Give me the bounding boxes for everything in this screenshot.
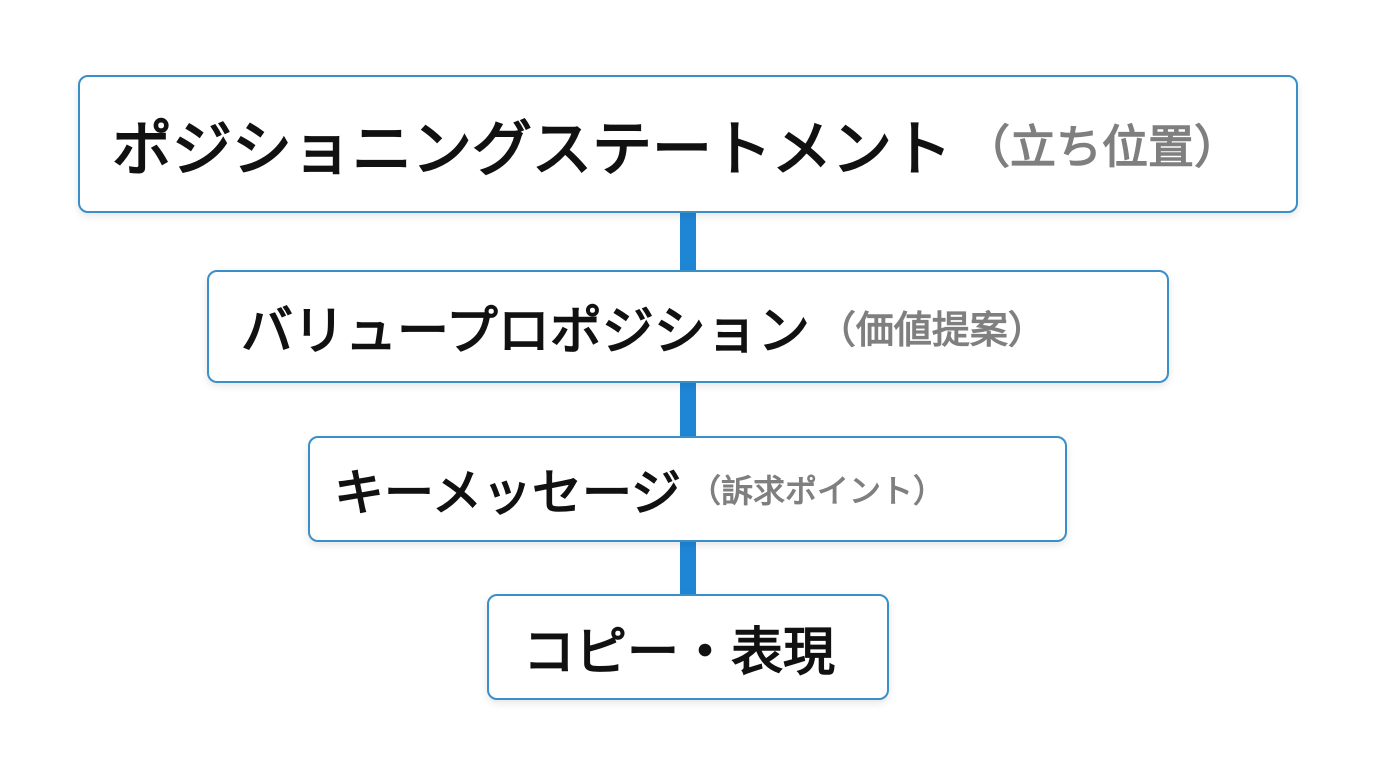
level-title: キーメッセージ (334, 464, 681, 522)
level-title: コピー・表現 (523, 622, 836, 683)
level-subtitle: （立ち位置） (964, 120, 1240, 174)
level-box-positioning-statement: ポジショニングステートメント （立ち位置） (78, 75, 1298, 213)
level-box-key-message: キーメッセージ （訴求ポイント） (308, 436, 1067, 542)
connector-line-1 (680, 211, 696, 272)
level-subtitle: （訴求ポイント） (689, 472, 946, 510)
level-title: バリュープロポジション (241, 302, 810, 362)
level-box-value-proposition: バリュープロポジション （価値提案） (207, 270, 1169, 383)
connector-line-3 (680, 540, 696, 596)
connector-line-2 (680, 381, 696, 438)
level-box-copy-expression: コピー・表現 (487, 594, 889, 700)
level-subtitle: （価値提案） (817, 308, 1046, 352)
level-title: ポジショニングステートメント (112, 114, 952, 185)
